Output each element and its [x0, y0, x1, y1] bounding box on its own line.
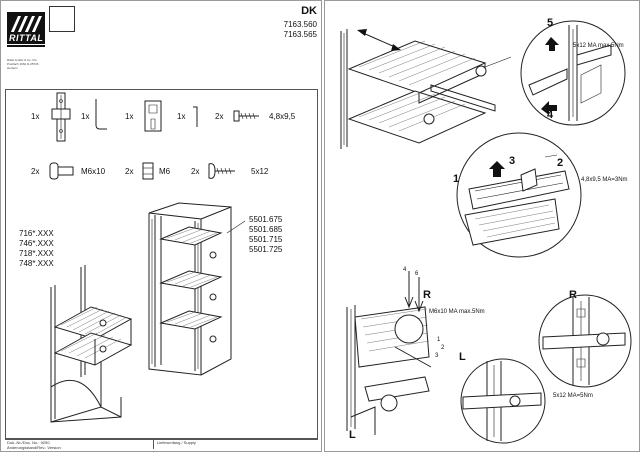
spec-nut: M6	[159, 167, 171, 176]
product-code-2: 7163.565	[283, 30, 317, 39]
left-part-number-4: 748*.XXX	[19, 259, 54, 268]
brand-name: RITTAL	[9, 33, 44, 43]
detail-circle-R	[538, 294, 632, 388]
brand-underline	[7, 45, 45, 47]
corner-L-right: L	[459, 351, 466, 363]
right-part-number-2: 5501.685	[249, 225, 283, 234]
bolt-num-6: 6	[415, 271, 419, 277]
bolt-num-2: 2	[441, 345, 445, 351]
allen-key-icon	[95, 99, 107, 130]
fine-print: Rittal GmbH & Co. KG Postfach 1662 D-357…	[7, 58, 39, 70]
nut-icon	[142, 162, 154, 180]
right-page: 5 4 5x12 MA max.5Nm 1 3 2 4,8x9,5 MA=3Nm…	[324, 0, 640, 452]
corner-R-right: R	[569, 289, 577, 301]
content-frame	[5, 89, 318, 439]
tapping-screw-icon	[233, 110, 259, 122]
step-5: 5	[547, 17, 554, 29]
right-part-number-1: 5501.675	[249, 215, 283, 224]
step-1: 1	[453, 173, 460, 185]
detail-circle-L	[460, 358, 546, 444]
torque-top: 5x12 MA max.5Nm	[573, 43, 624, 49]
spec-screw: 5x12	[251, 167, 269, 176]
footer-bar	[5, 439, 318, 450]
qty-allen-key: 1x	[81, 112, 90, 121]
bolt-num-3: 3	[435, 353, 439, 359]
qty-rail-bracket: 1x	[31, 112, 40, 121]
qty-small-hook: 1x	[177, 112, 186, 121]
right-part-number-4: 5501.725	[249, 245, 283, 254]
bolt-num-4: 4	[403, 267, 407, 273]
torque-bolt: M6x10 MA max.5Nm	[429, 309, 485, 315]
bolt-icon	[49, 162, 74, 180]
torque-mid: 4,8x9,5 MA=3Nm	[581, 177, 628, 183]
footer-divider	[153, 439, 154, 449]
footer-revision: Änderungsstand/Rev.: Version	[7, 445, 61, 450]
mounting-clip-icon	[144, 100, 162, 132]
qty-tapping-screw: 2x	[215, 112, 224, 121]
left-part-number-1: 716*.XXX	[19, 229, 54, 238]
step-3-mid: 3	[509, 155, 516, 167]
step-4-top: 4	[547, 109, 554, 121]
qty-screw: 2x	[191, 167, 200, 176]
corner-R-left: R	[423, 289, 431, 301]
torque-bottom: 5x12 MA=5Nm	[553, 393, 593, 399]
brand-bar	[7, 32, 45, 44]
open-frame-rack-illustration	[50, 265, 133, 423]
blank-box	[49, 6, 75, 32]
spec-bolt: M6x10	[81, 167, 106, 176]
footer-supply: Lieferumfang / Supply	[157, 440, 196, 445]
language-code: DK	[301, 5, 317, 17]
small-hook-icon	[193, 106, 198, 127]
enclosure-rack-illustration	[148, 202, 246, 376]
detail-circle-top	[520, 20, 626, 126]
qty-mounting-clip: 1x	[125, 112, 134, 121]
left-part-number-2: 746*.XXX	[19, 239, 54, 248]
corner-L-left: L	[349, 429, 356, 441]
bracket-assembly-illustration	[346, 271, 432, 435]
product-code-1: 7163.560	[283, 20, 317, 29]
detail-circle-middle	[456, 132, 582, 258]
left-page: RITTAL Rittal GmbH & Co. KG Postfach 166…	[0, 0, 322, 452]
right-part-number-3: 5501.715	[249, 235, 283, 244]
bolt-num-1: 1	[437, 337, 441, 343]
screw-icon	[208, 163, 235, 179]
rail-bracket-icon	[51, 92, 71, 142]
left-part-number-3: 718*.XXX	[19, 249, 54, 258]
spec-tapping-screw: 4,8x9,5	[269, 112, 296, 121]
qty-nut: 2x	[125, 167, 134, 176]
step-2-mid: 2	[557, 157, 564, 169]
qty-bolt: 2x	[31, 167, 40, 176]
shelf-slide-illustration	[340, 29, 512, 149]
footer-doc-number: Dok.-Nr./Doc. No.: 9290.	[7, 440, 51, 445]
